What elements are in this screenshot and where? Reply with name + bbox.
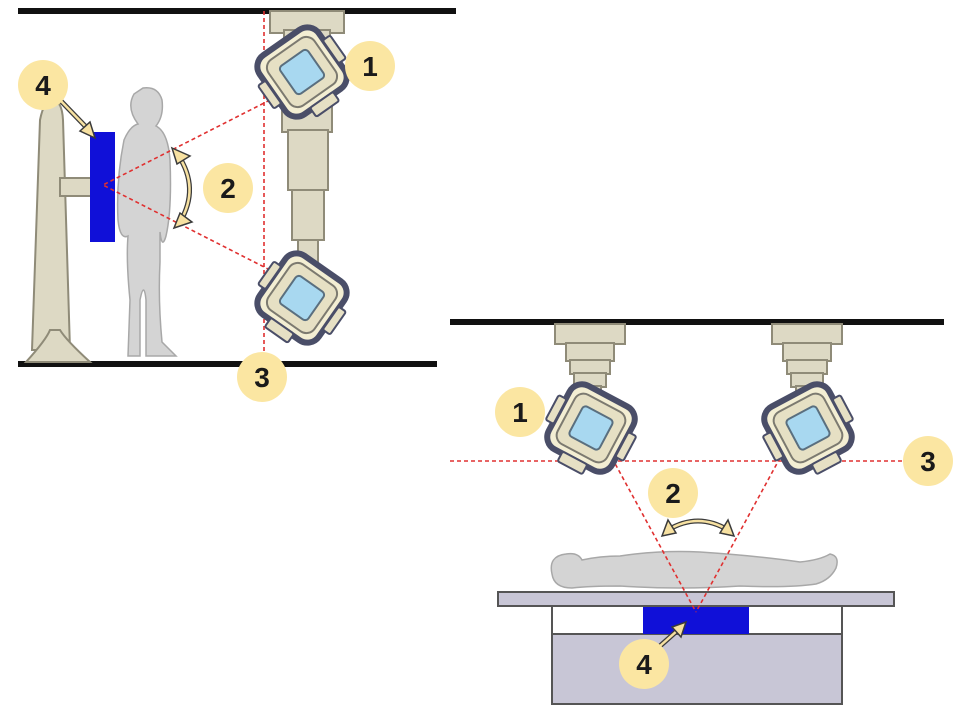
angle-arrowhead-bottom-left	[172, 211, 194, 230]
badge-angle-right-text: 2	[665, 478, 681, 509]
badge-detector-right: 4	[619, 639, 669, 689]
xray-tube-right-b	[752, 376, 868, 489]
angle-arrowhead-left-right	[660, 518, 678, 538]
wall-stand	[23, 98, 93, 363]
badge-ray-line-right-text: 3	[920, 446, 936, 477]
badge-angle-left: 2	[203, 163, 253, 213]
badge-detector-left: 4	[18, 60, 68, 110]
supine-patient	[550, 550, 838, 589]
standing-patient	[116, 87, 178, 357]
angle-arrowhead-top-left	[170, 146, 192, 166]
ceiling-column-right-b	[771, 323, 843, 399]
badge-ray-line-left-text: 3	[254, 362, 270, 393]
badge-ray-line-left: 3	[237, 352, 287, 402]
table-top	[497, 591, 895, 607]
badge-detector-left-text: 4	[35, 70, 51, 101]
badge-ray-line-right: 3	[903, 436, 953, 486]
table-base	[551, 631, 843, 705]
xray-tube-lower-left	[240, 243, 359, 360]
detector-plate-left	[90, 132, 115, 242]
angle-arrowhead-right-right	[718, 518, 736, 538]
detector-plate-right	[643, 606, 749, 634]
badge-tube-left-text: 1	[362, 51, 378, 82]
xray-tube-right-a	[531, 376, 647, 489]
badge-angle-left-text: 2	[220, 173, 236, 204]
badge-angle-right: 2	[648, 468, 698, 518]
badge-tube-left: 1	[345, 41, 395, 91]
xray-tube-upper-left	[245, 17, 364, 134]
badge-detector-right-text: 4	[636, 649, 652, 680]
badge-tube-right-text: 1	[512, 397, 528, 428]
badge-tube-right: 1	[495, 387, 545, 437]
table-setup: 1 2 3 4	[450, 319, 953, 705]
upright-setup: 1 2 3 4	[18, 8, 456, 402]
